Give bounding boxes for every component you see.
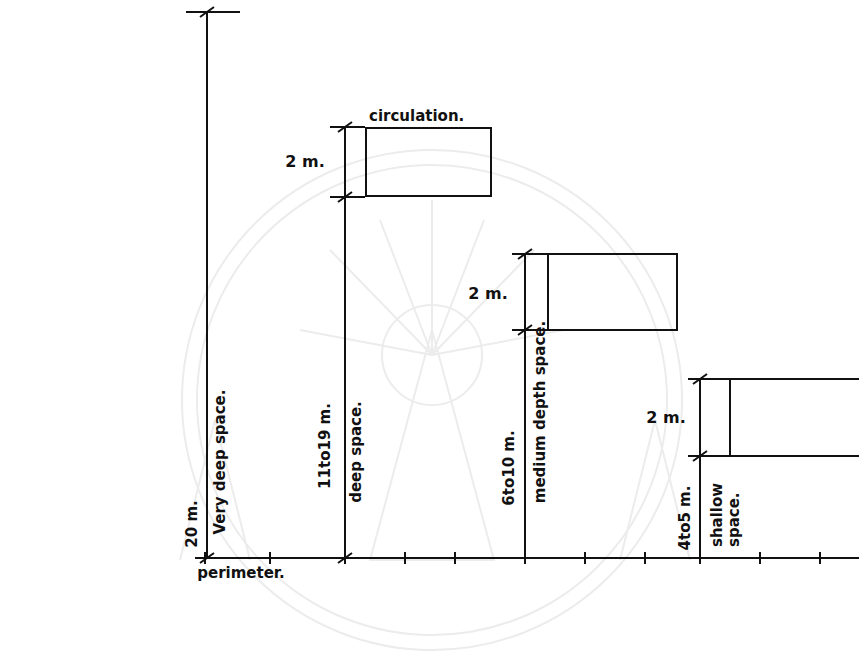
space-type-label: medium depth space. [532, 321, 549, 503]
dimension-label: 4to5 m. [677, 486, 694, 551]
box-heading: circulation. [369, 107, 464, 125]
space-type-label: deep space. [348, 401, 365, 503]
dimension-label: 20 m. [184, 500, 201, 547]
perimeter-label: perimeter. [197, 565, 285, 582]
watermark-seal [180, 150, 690, 650]
dimension-label: 2 m. [285, 153, 324, 171]
space-type-label: Very deep space. [212, 390, 229, 535]
circulation-box [548, 254, 677, 330]
circulation-box [730, 379, 859, 456]
space-type-label: shallow space. [709, 477, 744, 547]
dimension-label: 11to19 m. [317, 403, 334, 489]
circulation-box: circulation. [365, 127, 492, 197]
dimension-label: 2 m. [646, 409, 685, 427]
dimension-label: 6to10 m. [501, 430, 518, 505]
space-boxes [548, 254, 859, 456]
dimension-label: 2 m. [468, 285, 507, 303]
dimension-lines [186, 7, 859, 564]
